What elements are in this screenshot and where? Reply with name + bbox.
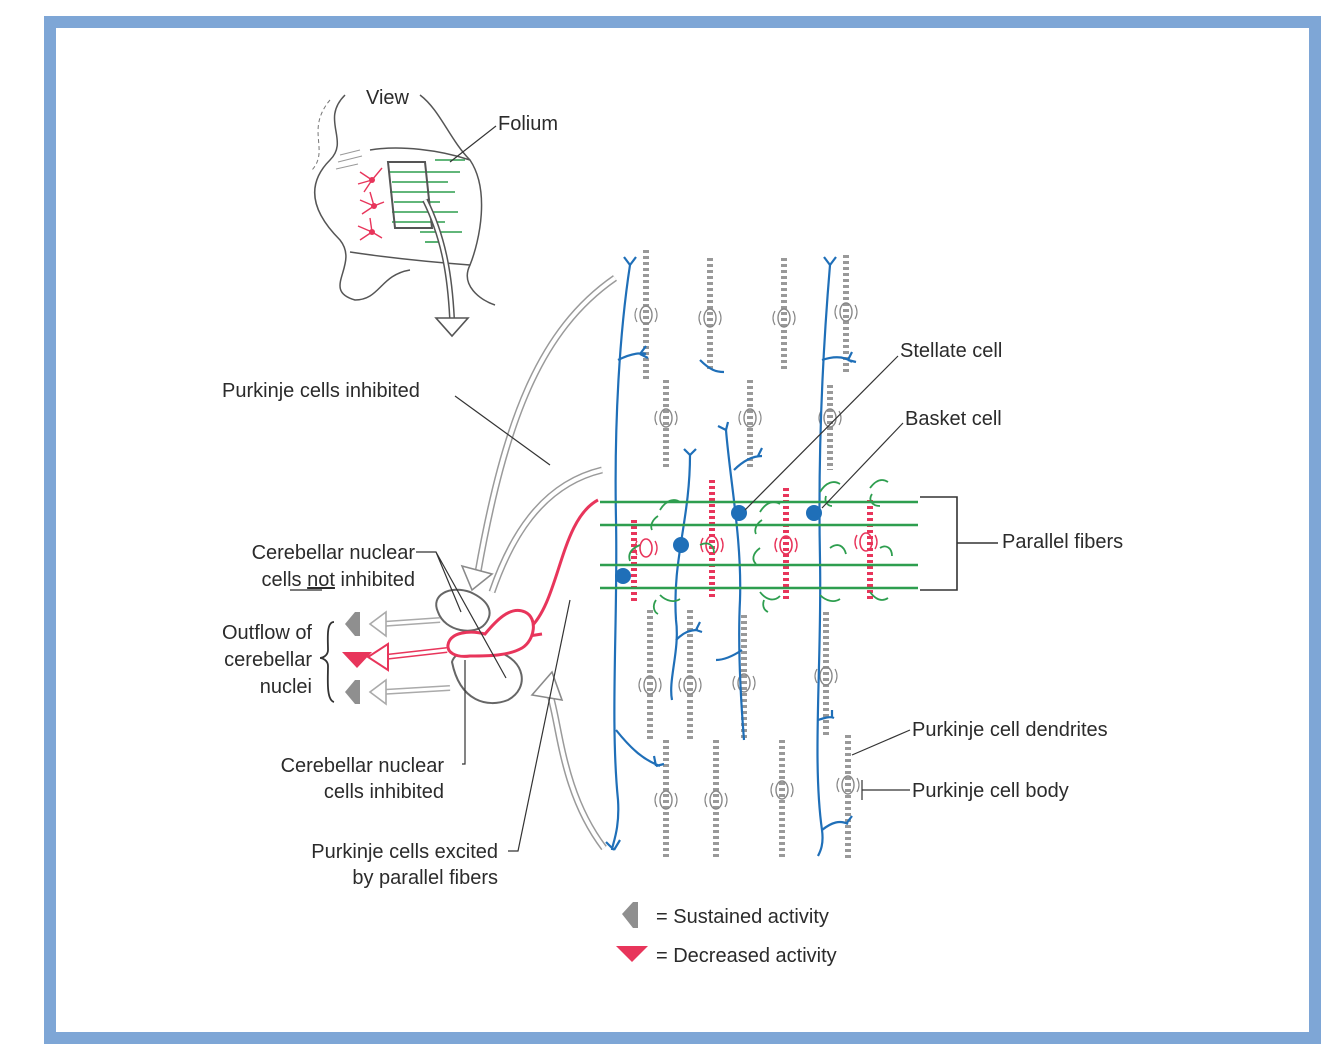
legend-decreased-label: = Decreased activity xyxy=(656,945,837,967)
legend-sustained-label: = Sustained activity xyxy=(656,906,829,928)
parallel-fibers-bracket xyxy=(920,496,998,591)
stellate-cell-label: Stellate cell xyxy=(900,340,1002,362)
parallel-fibers-label: Parallel fibers xyxy=(1002,531,1123,553)
cerebellar-nuclear-not-inhibited-line2: cells not inhibited xyxy=(262,569,415,591)
outflow-label-line2: cerebellar xyxy=(224,649,312,671)
parallel-fibers xyxy=(600,500,918,590)
folium-label: Folium xyxy=(498,113,558,135)
purkinje-excited-line1: Purkinje cells excited xyxy=(311,841,498,863)
cerebellar-nuclear-inhibited-line1: Cerebellar nuclear xyxy=(281,755,445,777)
gray-curved-arrows xyxy=(460,275,617,851)
purkinje-cell-dendrites-label: Purkinje cell dendrites xyxy=(912,719,1108,741)
cerebellar-nuclear-inhibited-line2: cells inhibited xyxy=(324,781,444,803)
stellate-basket-cells xyxy=(615,505,822,584)
decreased-activity-icon xyxy=(616,946,648,962)
cerebellar-nuclei xyxy=(435,588,535,704)
purkinje-dendrites xyxy=(605,256,857,857)
inhibited-purkinje-cells xyxy=(631,480,878,602)
outflow-label-line1: Outflow of xyxy=(222,622,312,644)
parallel-fiber-synapses xyxy=(628,479,893,615)
outflow-brace xyxy=(319,621,335,703)
folium-inset xyxy=(311,94,496,338)
purkinje-cells-inhibited-label: Purkinje cells inhibited xyxy=(222,380,420,402)
purkinje-cell-columns xyxy=(634,250,860,860)
purkinje-cell-body-label: Purkinje cell body xyxy=(912,780,1069,802)
cerebellar-nuclear-not-inhibited-line1: Cerebellar nuclear xyxy=(252,542,416,564)
basket-cell-label: Basket cell xyxy=(905,408,1002,430)
view-label: View xyxy=(366,87,410,109)
legend: = Sustained activity = Decreased activit… xyxy=(616,902,837,967)
folium-leader xyxy=(449,125,497,163)
outflow-label-line3: nuclei xyxy=(260,676,312,698)
sustained-activity-icon xyxy=(622,902,638,928)
leader-lines xyxy=(416,355,911,852)
purkinje-excited-line2: by parallel fibers xyxy=(352,867,498,889)
outflow-arrows xyxy=(342,610,451,706)
